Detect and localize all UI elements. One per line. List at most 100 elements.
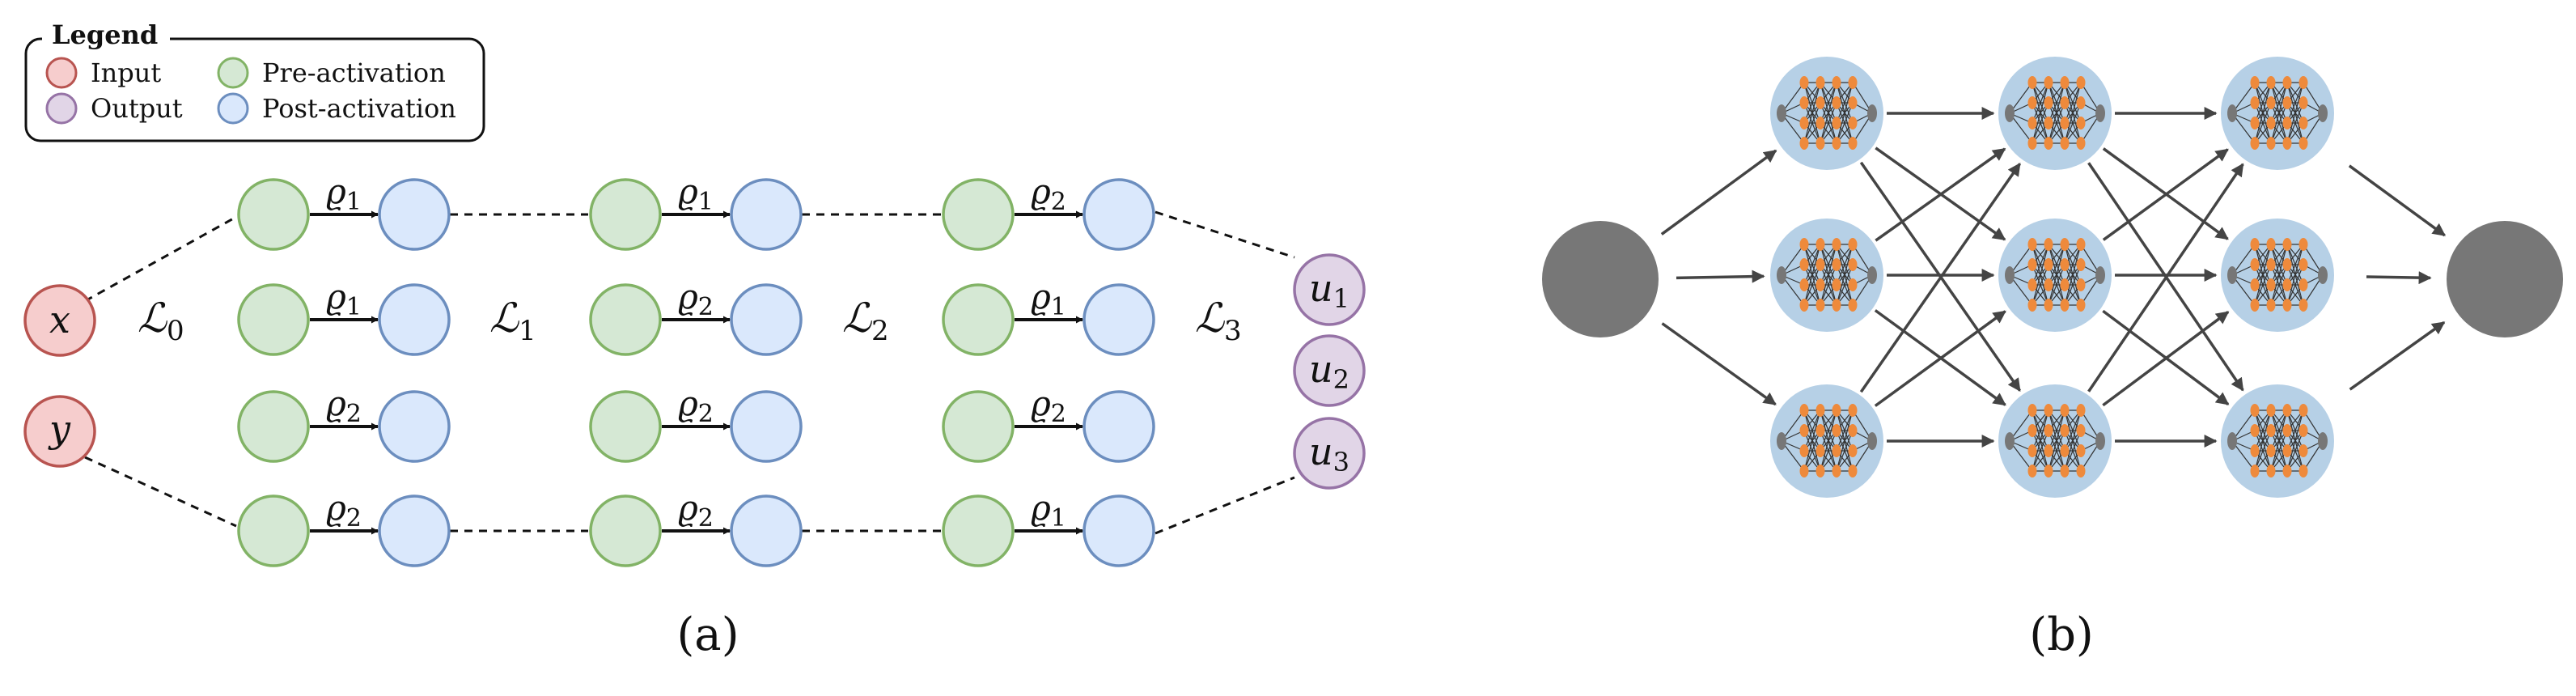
sub-network-neuron — [1832, 404, 1841, 417]
connection-arrow — [2102, 148, 2229, 241]
sub-network-neuron — [2298, 404, 2308, 417]
connector-l2-to-u3 — [1155, 476, 1295, 535]
sub-network-neuron — [1799, 465, 1809, 477]
sub-network-neuron — [2282, 444, 2292, 457]
sub-network-neuron — [2060, 424, 2070, 437]
sub-network-neuron — [1832, 424, 1841, 437]
input-label-y: y — [48, 407, 71, 451]
sub-network-neuron — [2076, 96, 2086, 109]
sub-network-input-port — [2005, 104, 2015, 122]
sub-network-neuron — [2250, 444, 2260, 457]
sub-network-neuron — [2044, 404, 2053, 417]
sub-network-neuron — [2282, 76, 2292, 89]
sub-network-neuron — [2266, 278, 2276, 291]
legend-swatch-pre-activation — [217, 57, 249, 89]
sub-network-neuron — [2027, 424, 2037, 437]
sub-network-neuron — [1848, 424, 1858, 437]
sub-network-neuron — [2044, 76, 2053, 89]
connector-l2-to-u1 — [1155, 210, 1295, 259]
layer-label-l2: ℒ2 — [842, 295, 889, 347]
sub-network-background — [1770, 57, 1883, 170]
sub-network-output-port — [2318, 266, 2328, 284]
output-label-u3: u3 — [1309, 430, 1349, 477]
input-nodes: x y — [23, 284, 96, 468]
sub-network-neuron — [1848, 278, 1858, 291]
sub-network-neuron — [1848, 117, 1858, 129]
sub-network-neuron — [2060, 278, 2070, 291]
network-nodes — [1542, 57, 2563, 498]
pre-activation-node — [942, 178, 1015, 251]
post-activation-node — [378, 283, 451, 356]
sub-network-neuron — [2027, 76, 2037, 89]
sub-network-node — [2221, 57, 2334, 170]
output-label-u1: u1 — [1309, 266, 1349, 314]
sub-network-neuron — [2044, 238, 2053, 251]
sub-network-neuron — [2027, 299, 2037, 312]
sub-network-neuron — [2282, 137, 2292, 150]
output-node — [2447, 221, 2563, 337]
sub-network-neuron — [2282, 238, 2292, 251]
sub-network-neuron — [2060, 117, 2070, 129]
sub-network-neuron — [2060, 76, 2070, 89]
layer-label-l1: ℒ1 — [489, 295, 536, 347]
sub-network-neuron — [1832, 278, 1841, 291]
sub-network-neuron — [2282, 465, 2292, 477]
sub-network-neuron — [2298, 465, 2308, 477]
legend-label-input: Input — [91, 57, 161, 88]
sub-network-neuron — [2298, 137, 2308, 150]
sub-network-neuron — [1815, 465, 1825, 477]
sub-network-neuron — [1832, 117, 1841, 129]
sub-network-neuron — [1799, 238, 1809, 251]
post-activation-node — [1083, 494, 1155, 567]
output-arrow — [2348, 164, 2446, 237]
sub-network-input-port — [2005, 266, 2015, 284]
sub-network-neuron — [2027, 444, 2037, 457]
sub-network-neuron — [1799, 76, 1809, 89]
legend-label-pre-activation: Pre-activation — [262, 57, 446, 88]
sub-network-node — [1998, 57, 2112, 170]
post-activation-node — [730, 178, 803, 251]
sub-network-output-port — [2095, 432, 2105, 450]
sub-network-neuron — [2250, 278, 2260, 291]
sub-network-neuron — [2250, 424, 2260, 437]
sub-network-neuron — [1799, 117, 1809, 129]
sub-network-neuron — [2060, 137, 2070, 150]
activation-label: ϱ2 — [1031, 384, 1066, 428]
sub-network-input-port — [2227, 432, 2237, 450]
sub-network-neuron — [2060, 299, 2070, 312]
sub-network-neuron — [1832, 258, 1841, 271]
activation-label: ϱ1 — [1031, 277, 1066, 321]
post-activation-node — [1083, 283, 1155, 356]
pre-activation-node — [237, 390, 310, 463]
sub-network-background — [1998, 384, 2112, 498]
legend-swatch-input — [45, 57, 78, 89]
sub-network-neuron — [2250, 299, 2260, 312]
sub-network-neuron — [2250, 76, 2260, 89]
sub-network-neuron — [2044, 137, 2053, 150]
dashed-connectors — [84, 210, 1295, 535]
sub-network-neuron — [2076, 444, 2086, 457]
sub-network-node — [2221, 219, 2334, 332]
sub-network-input-port — [1777, 432, 1786, 450]
sub-network-background — [2221, 384, 2334, 498]
sub-network-neuron — [1799, 299, 1809, 312]
sub-network-neuron — [2044, 299, 2053, 312]
sub-network-neuron — [2060, 444, 2070, 457]
sub-network-neuron — [2266, 137, 2276, 150]
sub-network-neuron — [2282, 96, 2292, 109]
sub-network-neuron — [1848, 404, 1858, 417]
sub-network-output-port — [2095, 266, 2105, 284]
post-activation-node — [378, 178, 451, 251]
connection-arrow — [1874, 310, 2006, 407]
sub-network-neuron — [1815, 444, 1825, 457]
sub-network-neuron — [2044, 96, 2053, 109]
sub-network-background — [1770, 384, 1883, 498]
pre-activation-node — [942, 283, 1015, 356]
sub-network-neuron — [2266, 76, 2276, 89]
sub-network-neuron — [2298, 76, 2308, 89]
sub-network-neuron — [1799, 258, 1809, 271]
activation-label: ϱ1 — [678, 172, 714, 216]
sub-network-neuron — [2250, 238, 2260, 251]
sub-network-neuron — [1832, 76, 1841, 89]
